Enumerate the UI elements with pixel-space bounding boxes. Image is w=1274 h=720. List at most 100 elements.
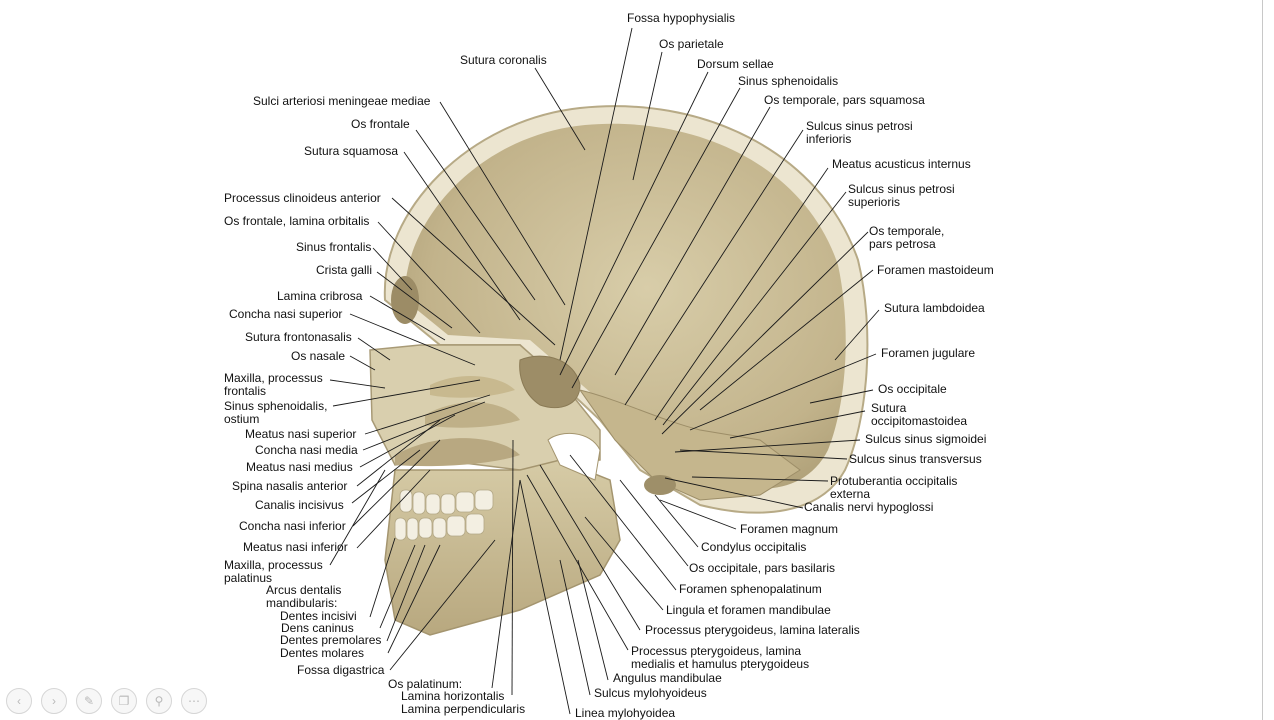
label-sutura-frontonasalis: Sutura frontonasalis (245, 330, 352, 344)
leader-line-40 (654, 494, 699, 548)
label-meatus-acusticus-internus: Meatus acusticus internus (832, 157, 971, 171)
pen-tool-button[interactable]: ✎ (76, 688, 102, 714)
leader-line-4 (559, 71, 709, 376)
label-os-palatinum: Os palatinum: (388, 677, 463, 691)
next-slide-button[interactable]: › (41, 688, 67, 714)
leader-line-42 (619, 479, 689, 567)
leader-line-14 (377, 221, 481, 334)
leader-line-25 (329, 379, 386, 389)
more-options-button[interactable]: ⋯ (181, 688, 207, 714)
leader-line-46 (584, 516, 664, 611)
lower-teeth (394, 513, 485, 541)
chevron-left-icon: ‹ (17, 694, 21, 708)
leader-line-32 (679, 449, 848, 460)
label-angulus-mandibulae: Angulus mandibulae (613, 671, 722, 685)
leader-line-52 (389, 539, 496, 671)
label-processus-pterygoideus-lateralis: Processus pterygoideus, lamina lateralis (645, 623, 860, 637)
label-processus-pterygoideus-medialis-2: medialis et hamulus pterygoideus (631, 657, 810, 671)
leader-line-10 (403, 151, 521, 321)
leader-line-43 (329, 469, 386, 566)
leader-line-53 (577, 559, 609, 681)
label-meatus-nasi-medius: Meatus nasi medius (246, 460, 353, 474)
label-crista-galli: Crista galli (316, 263, 373, 277)
leader-line-24 (349, 355, 376, 371)
leader-line-2 (632, 51, 663, 181)
label-condylus-occipitalis: Condylus occipitalis (701, 540, 807, 554)
magnifier-icon: ⚲ (154, 694, 164, 708)
label-os-temporale-petrosa-1: Os temporale, (869, 224, 945, 238)
label-concha-nasi-superior: Concha nasi superior (229, 307, 343, 321)
zoom-button[interactable]: ⚲ (146, 688, 172, 714)
label-dentes-molares: Dentes molares (280, 646, 365, 660)
leader-line-9 (624, 129, 804, 406)
label-canalis-incisivus: Canalis incisivus (255, 498, 344, 512)
slides-button[interactable]: ❐ (111, 688, 137, 714)
leader-line-5 (571, 87, 741, 389)
label-dentes-premolares: Dentes premolares (280, 633, 382, 647)
concha-superior-shape (430, 375, 515, 398)
label-dens-caninus: Dens caninus (281, 621, 354, 635)
label-foramen-jugulare: Foramen jugulare (881, 346, 976, 360)
label-lingula-foramen-mandibulae: Lingula et foramen mandibulae (666, 603, 831, 617)
leader-line-39 (352, 439, 441, 527)
leader-line-19 (369, 295, 446, 341)
label-sutura-squamosa: Sutura squamosa (304, 144, 399, 158)
leader-line-27 (332, 379, 481, 407)
leader-line-54 (491, 479, 521, 689)
leader-line-33 (359, 414, 456, 468)
label-sinus-sphenoidalis: Sinus sphenoidalis (738, 74, 839, 88)
chevron-right-icon: › (52, 694, 56, 708)
pen-icon: ✎ (83, 694, 95, 708)
cranial-cavity (404, 123, 846, 489)
label-os-frontale: Os frontale (351, 117, 410, 131)
condyle-shape (644, 475, 676, 495)
leader-line-8 (415, 129, 536, 301)
sphenoid-sinus-shape (519, 355, 581, 409)
skull-base (578, 389, 801, 501)
label-sinus-sphenoidalis-ostium-1: Sinus sphenoidalis, (224, 399, 328, 413)
label-sinus-sphenoidalis-ostium-2: ostium (224, 412, 260, 426)
label-sutura-lambdoidea: Sutura lambdoidea (884, 301, 985, 315)
label-dentes-incisivi: Dentes incisivi (280, 609, 357, 623)
label-arcus-dentalis-2: mandibularis: (266, 596, 338, 610)
label-sulcus-petrosi-inferioris-1: Sulcus sinus petrosi (806, 119, 913, 133)
label-concha-nasi-media: Concha nasi media (255, 443, 358, 457)
label-canalis-nervi-hypoglossi: Canalis nervi hypoglossi (804, 500, 934, 514)
label-concha-nasi-inferior: Concha nasi inferior (239, 519, 346, 533)
leader-line-35 (356, 419, 441, 487)
leader-line-6 (439, 101, 566, 306)
leader-line-41 (356, 469, 431, 549)
label-sutura-coronalis: Sutura coronalis (460, 53, 547, 67)
leader-line-20 (834, 309, 880, 361)
leader-line-13 (391, 197, 556, 346)
leader-line-44 (569, 454, 677, 591)
label-maxilla-frontalis-2: frontalis (224, 384, 267, 398)
label-os-temporale-petrosa-2: pars petrosa (869, 237, 936, 251)
leader-line-3 (534, 67, 586, 151)
label-meatus-nasi-inferior: Meatus nasi inferior (243, 540, 348, 554)
label-foramen-magnum: Foramen magnum (740, 522, 839, 536)
label-fossa-hypophysialis: Fossa hypophysialis (627, 11, 736, 25)
label-sulcus-sinus-sigmoidei: Sulcus sinus sigmoidei (865, 432, 987, 446)
label-sinus-frontalis: Sinus frontalis (296, 240, 372, 254)
leader-line-34 (691, 476, 829, 482)
label-protuberantia-2: externa (830, 487, 871, 501)
slide-right-border (1262, 0, 1263, 720)
label-sulci-arteriosi: Sulci arteriosi meningeae mediae (253, 94, 431, 108)
leader-line-16 (372, 247, 413, 291)
leader-line-22 (357, 337, 391, 361)
leader-line-45 (369, 537, 396, 618)
label-fossa-digastrica: Fossa digastrica (297, 663, 385, 677)
label-processus-pterygoideus-medialis-1: Processus pterygoideus, lamina (631, 644, 802, 658)
more-icon: ⋯ (188, 694, 200, 708)
label-lamina-horizontalis: Lamina horizontalis (401, 689, 505, 703)
label-sutura-occipitomastoidea-2: occipitomastoidea (871, 414, 968, 428)
leader-line-12 (662, 191, 847, 426)
label-maxilla-palatinus-1: Maxilla, processus (224, 558, 323, 572)
label-protuberantia-1: Protuberantia occipitalis (830, 474, 958, 488)
label-meatus-nasi-superior: Meatus nasi superior (245, 427, 357, 441)
label-sutura-occipitomastoidea-1: Sutura (871, 401, 907, 415)
previous-slide-button[interactable]: ‹ (6, 688, 32, 714)
